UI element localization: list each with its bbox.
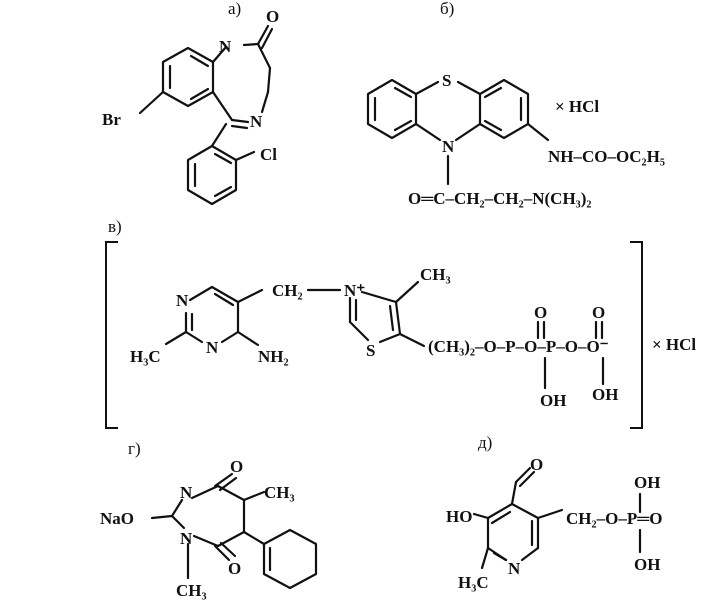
panel-b-atom-n: N <box>442 137 455 156</box>
panel-b-hcl: × HCl <box>555 97 599 116</box>
panel-v-right-bracket <box>630 241 643 429</box>
panel-g-label: г) <box>128 439 141 458</box>
panel-g-o-top: O <box>230 457 243 476</box>
panel-v-atom-n-bottom: N <box>206 338 219 357</box>
panel-v-atom-n-top: N <box>176 291 189 310</box>
panel-v-phosphate-bonds <box>536 320 605 390</box>
panel-b-acyl-chain: O═C–CH₂–CH₂–N(CH₃)₂ <box>408 189 592 208</box>
panel-v: в) N N H₃C NH₂ CH₂ <box>105 217 696 429</box>
panel-v-phosphate-chain: (CH₃)₂–O–P–O–P–O–O⁻ <box>428 337 609 356</box>
panel-g-pyrimidine-ring <box>150 472 266 580</box>
panel-v-label: в) <box>108 217 122 236</box>
panel-a-atom-cl: Cl <box>260 145 277 164</box>
panel-b-carbamate-bond <box>526 122 550 142</box>
panel-v-n-plus: N⁺ <box>344 281 365 300</box>
panel-g-o-bottom: O <box>228 559 241 578</box>
panel-a-label: а) <box>228 0 241 18</box>
panel-v-left-bracket <box>105 241 118 429</box>
panel-b-phenothiazine <box>366 78 530 142</box>
panel-a-atom-n4: N <box>250 112 263 131</box>
panel-d-ho: HO <box>446 507 472 526</box>
panel-v-h3c: H₃C <box>130 347 161 366</box>
panel-a: а) N O N Br <box>102 0 279 206</box>
panel-g-cyclohexenyl-ring <box>242 528 318 590</box>
panel-d-oh-bottom: OH <box>634 555 660 574</box>
panel-b-atom-s: S <box>442 71 451 90</box>
panel-d: д) O HO OH CH₂–O–P═O H₃C N OH <box>446 433 662 592</box>
panel-v-s: S <box>366 341 375 360</box>
panel-v-o-1: O <box>534 303 547 322</box>
panel-d-oh-top: OH <box>634 473 660 492</box>
panel-d-pyridine-ring <box>472 466 564 570</box>
panel-v-hcl: × HCl <box>652 335 696 354</box>
panel-g-ch3-right: CH₃ <box>264 483 295 502</box>
panel-a-chlorophenyl-ring <box>186 122 256 206</box>
panel-v-ch3: CH₃ <box>420 265 451 284</box>
panel-a-atom-n1: N <box>219 37 232 56</box>
panel-g: г) O N CH₃ NaO N O CH₃ <box>100 439 318 600</box>
panel-v-thiazole-ring <box>348 280 426 348</box>
panel-b: б) S N × HCl NH–CO–OC₂H₅ O═C–CH₂–CH₂–N(C… <box>366 0 665 208</box>
panel-b-carbamate-chain: NH–CO–OC₂H₅ <box>548 147 665 166</box>
panel-v-oh-2: OH <box>592 385 618 404</box>
panel-a-br-bond <box>138 90 165 115</box>
panel-d-h3c: H₃C <box>458 573 489 592</box>
panel-v-ch2: CH₂ <box>272 281 303 300</box>
panel-g-nao: NaO <box>100 509 134 528</box>
panel-g-n-top: N <box>180 483 193 502</box>
panel-a-atom-br: Br <box>102 110 121 129</box>
panel-a-atom-o: O <box>266 7 279 26</box>
panel-g-n-bottom: N <box>180 529 193 548</box>
panel-g-ch3-bottom: CH₃ <box>176 581 207 600</box>
panel-d-n: N <box>508 559 521 578</box>
panel-a-diazepine-ring <box>211 24 274 130</box>
panel-v-nh2: NH₂ <box>258 347 289 366</box>
panel-d-label: д) <box>478 433 492 452</box>
panel-d-o-aldehyde: O <box>530 455 543 474</box>
panel-v-pyrimidine-ring <box>164 285 264 347</box>
panel-b-label: б) <box>440 0 454 18</box>
panel-v-oh-1: OH <box>540 391 566 410</box>
panel-a-benzene-ring <box>161 46 215 108</box>
panel-v-o-2: O <box>592 303 605 322</box>
panel-d-phosphate-chain: CH₂–O–P═O <box>566 509 662 528</box>
